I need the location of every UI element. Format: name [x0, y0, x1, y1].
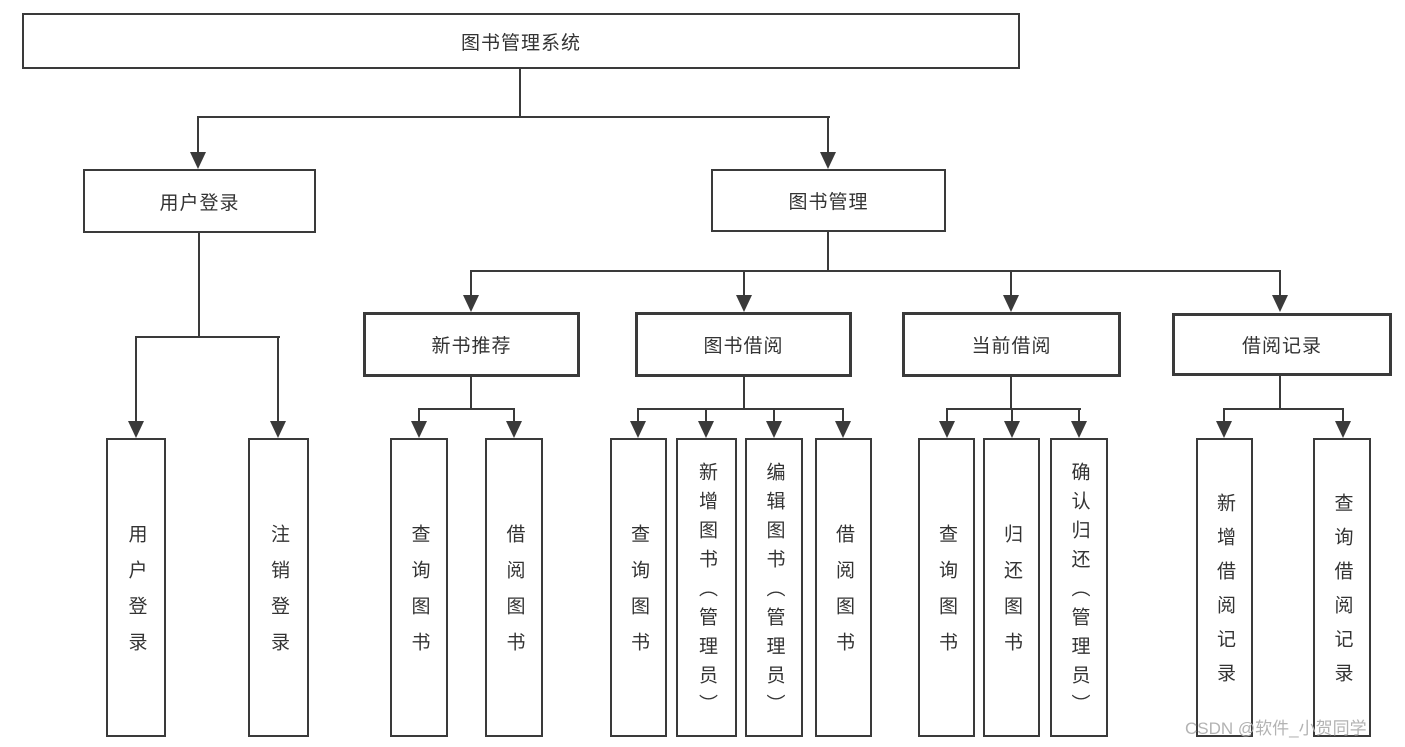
leaf-user-login: 用户登录	[106, 438, 166, 737]
leaf-borrow-books-borrowing: 借阅图书	[815, 438, 872, 737]
connector	[1279, 270, 1281, 296]
leaf-borrow-books-recommend-label: 借阅图书	[503, 524, 525, 668]
connector	[1224, 408, 1344, 410]
connector	[1342, 408, 1344, 422]
connector	[135, 336, 137, 422]
csdn-watermark: CSDN @软件_小贺同学	[1185, 719, 1367, 738]
leaf-confirm-return-admin: 确认归还（管理员）	[1050, 438, 1108, 737]
connector	[198, 116, 830, 118]
leaf-add-borrow-record: 新增借阅记录	[1196, 438, 1253, 737]
leaf-query-books-borrowing-label: 查询图书	[628, 524, 649, 668]
connector	[513, 408, 515, 422]
connector	[197, 116, 199, 154]
leaf-query-books-current: 查询图书	[918, 438, 975, 737]
node-user-login-label: 用户登录	[159, 192, 240, 214]
connector	[743, 270, 745, 296]
leaf-query-borrow-record: 查询借阅记录	[1313, 438, 1371, 737]
node-book-borrowing: 图书借阅	[635, 312, 852, 377]
arrow-down-icon	[835, 421, 851, 438]
connector	[470, 270, 472, 296]
node-book-management: 图书管理	[711, 169, 946, 232]
connector	[773, 408, 775, 422]
connector	[1011, 408, 1013, 422]
arrow-down-icon	[1003, 295, 1019, 312]
connector	[198, 233, 200, 338]
arrow-down-icon	[1272, 295, 1288, 312]
connector	[135, 336, 280, 338]
connector	[1010, 377, 1012, 410]
arrow-down-icon	[506, 421, 522, 438]
root-node-label: 图书管理系统	[460, 32, 581, 54]
connector	[637, 408, 639, 422]
node-current-borrowing-label: 当前借阅	[971, 336, 1052, 357]
connector	[638, 408, 844, 410]
leaf-confirm-return-admin-label: 确认归还（管理员）	[1068, 462, 1090, 723]
leaf-query-books-recommend-label: 查询图书	[408, 524, 430, 668]
connector	[1078, 408, 1080, 422]
leaf-query-books-borrowing: 查询图书	[610, 438, 667, 737]
arrow-down-icon	[736, 295, 752, 312]
arrow-down-icon	[939, 421, 955, 438]
leaf-return-book: 归还图书	[983, 438, 1040, 737]
arrow-down-icon	[270, 421, 286, 438]
connector	[1010, 270, 1012, 296]
leaf-edit-book-admin-label: 编辑图书（管理员）	[763, 462, 785, 723]
arrow-down-icon	[1004, 421, 1020, 438]
leaf-return-book-label: 归还图书	[1001, 524, 1022, 668]
node-borrow-records: 借阅记录	[1172, 313, 1392, 376]
node-user-login: 用户登录	[83, 169, 316, 233]
node-book-management-label: 图书管理	[788, 192, 869, 213]
leaf-query-borrow-record-label: 查询借阅记录	[1331, 493, 1353, 697]
connector	[419, 408, 515, 410]
connector	[946, 408, 948, 422]
leaf-add-book-admin-label: 新增图书（管理员）	[696, 462, 717, 723]
arrow-down-icon	[630, 421, 646, 438]
arrow-down-icon	[411, 421, 427, 438]
root-node-library-system: 图书管理系统	[22, 13, 1020, 69]
connector	[418, 408, 420, 422]
leaf-logout: 注销登录	[248, 438, 309, 737]
arrow-down-icon	[463, 295, 479, 312]
connector	[842, 408, 844, 422]
arrow-down-icon	[190, 152, 206, 169]
arrow-down-icon	[128, 421, 144, 438]
connector	[470, 270, 1281, 272]
connector	[277, 336, 279, 422]
connector	[827, 116, 829, 154]
leaf-logout-label: 注销登录	[268, 524, 289, 668]
arrow-down-icon	[766, 421, 782, 438]
leaf-edit-book-admin: 编辑图书（管理员）	[745, 438, 803, 737]
node-current-borrowing: 当前借阅	[902, 312, 1121, 377]
arrow-down-icon	[1216, 421, 1232, 438]
leaf-add-borrow-record-label: 新增借阅记录	[1214, 493, 1235, 697]
connector	[1223, 408, 1225, 422]
connector	[470, 377, 472, 410]
connector	[1279, 376, 1281, 409]
arrow-down-icon	[820, 152, 836, 169]
node-new-book-recommend-label: 新书推荐	[431, 336, 512, 357]
arrow-down-icon	[1335, 421, 1351, 438]
connector	[743, 377, 745, 410]
leaf-user-login-label: 用户登录	[125, 524, 147, 668]
arrow-down-icon	[1071, 421, 1087, 438]
connector	[947, 408, 1081, 410]
node-book-borrowing-label: 图书借阅	[703, 336, 784, 357]
node-new-book-recommend: 新书推荐	[363, 312, 580, 377]
leaf-borrow-books-recommend: 借阅图书	[485, 438, 543, 737]
connector	[519, 69, 521, 118]
leaf-borrow-books-borrowing-label: 借阅图书	[833, 524, 854, 668]
leaf-query-books-current-label: 查询图书	[936, 524, 957, 668]
arrow-down-icon	[698, 421, 714, 438]
node-borrow-records-label: 借阅记录	[1241, 336, 1322, 357]
leaf-add-book-admin: 新增图书（管理员）	[676, 438, 737, 737]
connector	[827, 232, 829, 272]
connector	[705, 408, 707, 422]
leaf-query-books-recommend: 查询图书	[390, 438, 448, 737]
